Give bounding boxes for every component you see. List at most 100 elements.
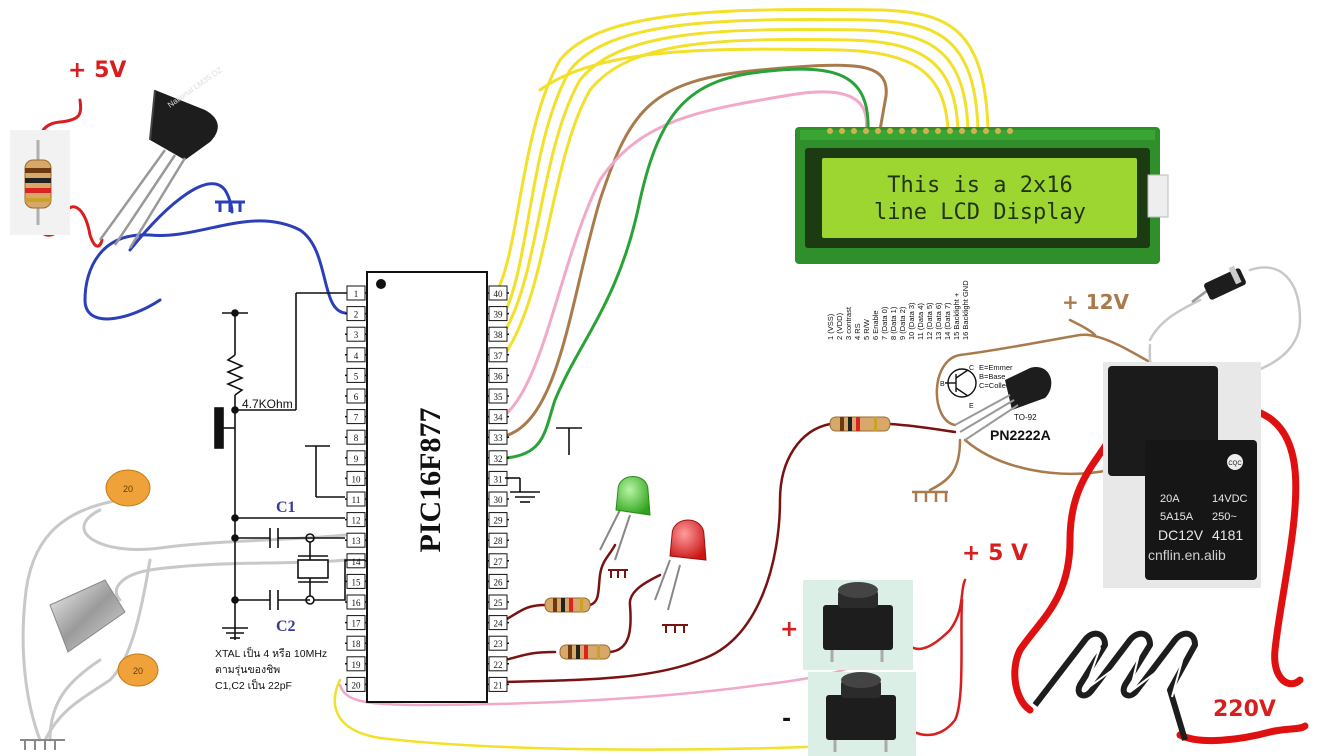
brown-wire [503, 63, 888, 438]
mcu-pin-27: 27 [487, 553, 509, 569]
transistor-pin-letter-e: E [969, 403, 974, 410]
cap1-label: C1 [276, 499, 296, 516]
mcu-pin-18: 18 [345, 635, 367, 651]
lcd-pin-2: 2 (VDD) [835, 312, 844, 340]
mcu-pin-6: 6 [345, 388, 367, 404]
mcu-pin-17: 17 [345, 615, 367, 631]
mcu-pin-21: 21 [487, 676, 509, 692]
lcd-pin-4: 4 RS [853, 323, 862, 340]
mcu-pin-40: 40 [487, 285, 509, 301]
ac-220v-label: 220V [1213, 697, 1276, 722]
mcu-pin-32: 32 [487, 450, 509, 466]
mcu-pin-number: 8 [354, 433, 359, 443]
transistor: C B E E=Emmer B=Base C=Collector TO-92 P… [912, 363, 1052, 502]
cap-bottom-value: 20 [133, 666, 143, 676]
mcu-pin-29: 29 [487, 512, 509, 528]
mcu-pin-8: 8 [345, 429, 367, 445]
relay-line-2: 14VDC [1212, 493, 1248, 505]
yellow-wires [494, 8, 990, 356]
mcu-pin-number: 17 [352, 619, 362, 629]
mcu-pin-36: 36 [487, 367, 509, 383]
mcu-pin-38: 38 [487, 326, 509, 342]
mcu-pin-number: 2 [354, 310, 359, 320]
mcu-pin-number: 33 [494, 433, 504, 443]
plus-5v-label-right: + 5 V [962, 541, 1028, 566]
red-led [654, 519, 707, 611]
mcu-pin-number: 24 [494, 619, 504, 629]
reset-resistor-label: 4.7KOhm [242, 397, 293, 411]
xtal-note: XTAL เป็น 4 หรือ 10MHz ตามรุ่นของชิพ C1,… [215, 646, 327, 692]
mcu-pin-30: 30 [487, 491, 509, 507]
mcu-pin-number: 26 [494, 577, 504, 587]
mcu-pin-number: 18 [352, 639, 362, 649]
lcd-pin-15: 15 Backlight + [952, 292, 961, 340]
relay-line-4: 250~ [1212, 511, 1237, 523]
push-button-minus[interactable] [808, 672, 916, 756]
mcu-pin-number: 14 [352, 557, 362, 567]
mcu-pin-number: 16 [352, 598, 362, 608]
lcd-pin-8: 8 (Data 1) [889, 306, 898, 340]
resistor-led-red [559, 644, 611, 660]
mcu-pin-24: 24 [487, 615, 509, 631]
mcu-pin-number: 35 [494, 392, 504, 402]
mcu-pin-number: 12 [352, 516, 361, 526]
mcu-pin-number: 21 [494, 680, 503, 690]
mcu-pin-number: 30 [494, 495, 504, 505]
mcu-pin-16: 16 [345, 594, 367, 610]
blue-wire [83, 219, 347, 321]
ground-symbol-bottom-left [20, 739, 65, 750]
green-wire [503, 67, 870, 460]
mcu-pin-number: 38 [494, 330, 504, 340]
diode [1191, 265, 1246, 303]
mcu-pin-number: 4 [354, 351, 359, 361]
mcu-pin-35: 35 [487, 388, 509, 404]
lcd-pin-7: 7 (Data 0) [880, 306, 889, 340]
lcd-pin-3: 3 contrast [844, 306, 853, 340]
mcu-pin-number: 5 [354, 371, 359, 381]
lcd-screen [822, 158, 1137, 238]
push-button-plus[interactable] [803, 580, 913, 670]
mcu-pin-number: 11 [352, 495, 361, 505]
lcd-pin-6: 6 Enable [871, 310, 880, 340]
reset-circuit [214, 292, 582, 640]
relay-line-5: DC12V [1158, 527, 1204, 543]
mcu-pin-number: 31 [494, 474, 503, 484]
mcu-pin-9: 9 [345, 450, 367, 466]
transistor-pin-e: E=Emmer [979, 363, 1013, 372]
lcd-pin-14: 14 (Data 7) [943, 302, 952, 340]
lcd-pin-header [827, 128, 1013, 134]
mcu-pin-number: 7 [354, 413, 359, 423]
lcd-line-1: This is a 2x16 [887, 173, 1072, 198]
transistor-pin-b: B=Base [979, 372, 1005, 381]
mcu-pin-number: 32 [494, 454, 503, 464]
lcd-pin-11: 11 (Data 4) [916, 303, 925, 340]
mcu-pin-number: 28 [494, 536, 504, 546]
mcu-pin-33: 33 [487, 429, 509, 445]
transistor-pin-c: C=Collector [979, 381, 1019, 390]
lcd-pin-1: 1 (VSS) [826, 313, 835, 340]
pink-wire [503, 90, 868, 417]
button-minus-label: - [782, 707, 791, 732]
lcd-pin-9: 9 (Data 2) [898, 306, 907, 340]
ground-symbol-sensor [215, 200, 245, 212]
mcu-name: PIC16F877 [414, 408, 447, 553]
plus-5v-label-top: + 5V [68, 58, 126, 83]
lcd-pin-12: 12 (Data 5) [925, 302, 934, 340]
mcu-pin-7: 7 [345, 409, 367, 425]
mcu-pin-number: 20 [352, 680, 362, 690]
lcd-line-2: line LCD Display [874, 200, 1086, 225]
mcu-pin-3: 3 [345, 326, 367, 342]
mcu-pin-22: 22 [487, 656, 509, 672]
mcu-pin-34: 34 [487, 409, 509, 425]
lm35-sensor: National LM35 DZ [98, 65, 224, 249]
ceramic-cap-bottom: 20 [117, 653, 159, 687]
crystal-oscillator [49, 579, 126, 653]
lcd-pin-10: 10 (Data 3) [907, 302, 916, 340]
mcu-pin-number: 40 [494, 289, 504, 299]
crystal-and-caps: 20 20 [20, 469, 159, 750]
mcu-pin-number: 3 [354, 330, 359, 340]
resistor-top-left [10, 130, 70, 235]
mcu-pin-20: 20 [345, 676, 367, 692]
lcd-pin-13: 13 (Data 6) [934, 302, 943, 340]
